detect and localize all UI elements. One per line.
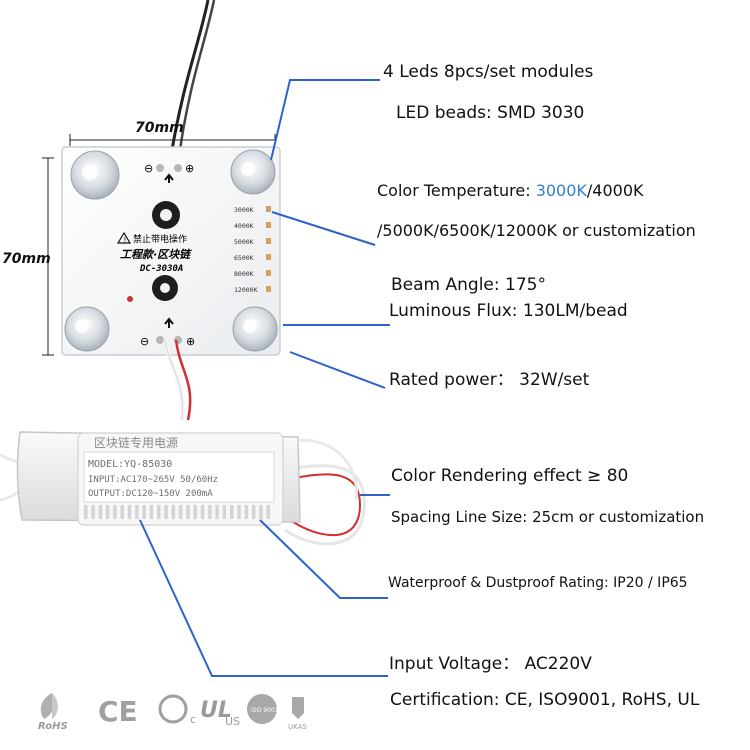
test-point: [127, 296, 133, 302]
no-mark-logo: [158, 694, 188, 724]
cct-label: 6500K: [234, 254, 254, 262]
cct-label: 3000K: [234, 206, 254, 214]
driver-rib: [215, 505, 219, 519]
driver-rib: [171, 505, 176, 519]
cct-pad: [266, 206, 271, 212]
spec-modules: 4 Leds 8pcs/set modules: [383, 62, 594, 82]
svg-text:UKAS: UKAS: [288, 723, 307, 731]
connecting-wires: [163, 339, 192, 421]
lens-bottom-left: [64, 306, 110, 352]
svg-text:US: US: [225, 715, 240, 728]
driver-rib: [149, 505, 154, 519]
svg-text:禁止带电操作: 禁止带电操作: [133, 233, 187, 245]
driver-rib: [266, 505, 270, 519]
cct-pad: [266, 270, 271, 276]
polarity-neg-top: ⊖: [144, 162, 153, 175]
brand-line: 工程款·区块链: [120, 248, 192, 261]
driver-rib: [208, 505, 212, 519]
leader-lines: [139, 79, 390, 677]
cct-prefix: Color Temperature:: [377, 181, 536, 200]
driver-rib: [164, 505, 168, 519]
svg-text:ISO 9001: ISO 9001: [251, 707, 279, 714]
certification-logos: RoHS CE c UL US ISO 9001 UKAS: [38, 693, 307, 732]
driver-rib: [259, 505, 263, 519]
driver-model: MODEL:YQ-85030: [88, 459, 172, 470]
driver-rib: [127, 505, 132, 519]
svg-text:c: c: [190, 713, 196, 726]
polarity-pos-top: ⊕: [185, 162, 194, 175]
polarity-pos-bottom: ⊕: [186, 335, 195, 348]
rohs-logo: RoHS: [38, 693, 68, 732]
spec-led-beads: LED beads: SMD 3030: [396, 103, 585, 123]
driver-rib: [113, 505, 117, 519]
driver-wires: [0, 438, 366, 546]
led-module: ⊖ ⊕ ⊖ ⊕ ! 禁止带电操作 工程款·区块链 DC-3030A 3000K 4…: [61, 146, 281, 356]
driver-title: 区块链专用电源: [94, 435, 178, 450]
driver-output-rating: OUTPUT:DC120~150V 200mA: [88, 489, 213, 499]
driver-rib: [244, 505, 249, 519]
spec-ip-rating: Waterproof & Dustproof Rating: IP20 / IP…: [388, 575, 688, 591]
driver-rib: [120, 505, 124, 519]
driver-rib: [178, 505, 183, 519]
svg-text:RoHS: RoHS: [38, 721, 68, 732]
ce-logo: CE: [98, 695, 138, 728]
driver-rib: [157, 505, 161, 519]
led-driver: 区块链专用电源 MODEL:YQ-85030 INPUT:AC170~265V …: [16, 431, 301, 526]
mounting-hole-bottom: [152, 275, 178, 301]
ul-logo: c UL US: [190, 698, 240, 728]
lens-top-left: [70, 150, 120, 200]
svg-text:UL: UL: [200, 698, 232, 723]
driver-input-rating: INPUT:AC170~265V 50/60Hz: [88, 475, 218, 485]
mounting-hole-top: [152, 201, 180, 229]
spec-color-rendering: Color Rendering effect ≥ 80: [391, 466, 629, 486]
driver-rib: [251, 505, 256, 519]
module-model: DC-3030A: [139, 264, 183, 274]
cct-rest: /4000K: [586, 181, 644, 200]
cct-highlight: 3000K: [535, 181, 587, 200]
cct-label: 8000K: [234, 270, 254, 278]
driver-rib: [98, 505, 103, 519]
driver-rib: [91, 505, 95, 519]
spec-input-voltage: Input Voltage： AC220V: [389, 654, 592, 674]
cct-pad: [266, 286, 271, 292]
height-dimension-label: 70mm: [2, 251, 51, 267]
spec-color-temperature-options: /5000K/6500K/12000K or customization: [377, 221, 696, 240]
driver-rib: [135, 505, 139, 519]
ukas-logo: UKAS: [288, 697, 307, 731]
driver-rib: [186, 505, 190, 519]
width-dimension-label: 70mm: [135, 120, 184, 136]
driver-rib: [237, 505, 241, 519]
driver-rib: [142, 505, 146, 519]
driver-ribs: [84, 505, 270, 519]
cct-pad: [266, 238, 271, 244]
input-wires: [170, 0, 216, 151]
spec-color-temperature: Color Temperature: 3000K/4000K: [377, 181, 644, 200]
svg-text:!: !: [124, 236, 127, 244]
polarity-neg-bottom: ⊖: [140, 335, 149, 348]
driver-rib: [193, 505, 197, 519]
driver-rib: [230, 505, 234, 519]
driver-rib: [222, 505, 227, 519]
driver-rib: [200, 505, 205, 519]
cct-label: 5000K: [234, 238, 254, 246]
driver-rib: [105, 505, 110, 519]
spec-rated-power: Rated power： 32W/set: [389, 370, 590, 390]
cct-label: 12000K: [234, 286, 258, 294]
iso9001-logo: ISO 9001: [247, 694, 279, 724]
lens-bottom-right: [232, 306, 278, 352]
cct-label: 4000K: [234, 222, 254, 230]
spec-spacing-line: Spacing Line Size: 25cm or customization: [391, 508, 705, 526]
cct-pad: [266, 222, 271, 228]
cct-label-list: 3000K 4000K 5000K 6500K 8000K 12000K: [234, 206, 271, 294]
spec-certification: Certification: CE, ISO9001, RoHS, UL: [390, 690, 700, 710]
lens-top-right: [230, 149, 276, 195]
warning-label: ! 禁止带电操作: [116, 231, 187, 245]
driver-rib: [84, 505, 88, 519]
cct-pad: [266, 254, 271, 260]
spec-luminous-flux: Luminous Flux: 130LM/bead: [389, 301, 628, 321]
spec-beam-angle: Beam Angle: 175°: [391, 275, 546, 295]
